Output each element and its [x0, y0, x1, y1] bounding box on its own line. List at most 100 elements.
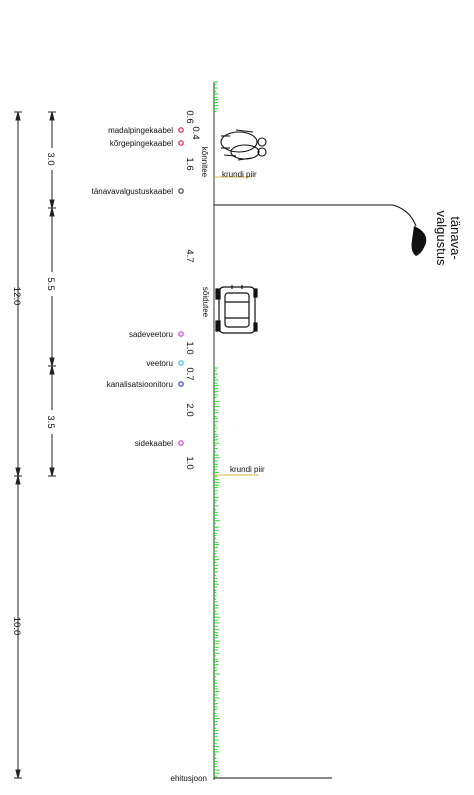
grass-tuft: [213, 628, 220, 631]
grass-tuft: [213, 90, 217, 93]
tanavavalgustus-marker: [178, 188, 184, 194]
grass-tuft: [213, 499, 218, 502]
grass-tuft: [213, 529, 219, 532]
grass-tuft: [213, 101, 219, 104]
grass-tuft: [213, 478, 220, 481]
grass-tuft: [213, 567, 218, 570]
dimension-outer-10: 10.0: [11, 617, 22, 636]
utility-markers: [178, 127, 184, 446]
label-krundi-piir-2: krundi piir: [230, 465, 265, 474]
grass-tuft: [213, 435, 218, 438]
grass-tuft: [213, 723, 218, 726]
grass-tuft: [213, 748, 218, 751]
grass-tuft: [213, 669, 218, 672]
offset-1-0b: 1.0: [184, 456, 195, 469]
outer-dimension-chain: [14, 111, 22, 779]
side-marker: [178, 440, 184, 446]
grass-tuft: [213, 405, 220, 408]
grass-tuft: [213, 564, 219, 567]
label-kanalisatsioonitoru: kanalisatsioonitoru: [107, 380, 173, 389]
dimension-inner-5-5: 5.5: [45, 277, 56, 290]
offset-1-0a: 1.0: [184, 341, 195, 354]
label-tanavavalgustuskaabel: tänavavalgustuskaabel: [92, 187, 174, 196]
grass-tuft: [213, 508, 217, 511]
label-tanava-line2: valgustus: [434, 211, 449, 266]
grass-tuft: [213, 481, 220, 484]
grass-tuft: [213, 660, 219, 663]
grass-tuft: [213, 604, 219, 607]
grass-tuft: [213, 574, 217, 576]
grass-tuft: [213, 631, 219, 634]
label-sadeveetoru: sadeveetoru: [129, 330, 173, 339]
grass-tuft: [213, 561, 217, 564]
grass-tuft: [213, 634, 219, 637]
dimension-inner-3: 3.0: [45, 152, 56, 165]
grass-tuft: [213, 424, 217, 427]
label-soidutee: sõidutee: [201, 287, 210, 318]
grass-tuft: [213, 591, 217, 594]
grass-tuft: [213, 636, 218, 639]
grass-tuft: [213, 475, 218, 478]
grass-tuft: [213, 400, 220, 403]
grass-tuft: [213, 619, 218, 622]
madalpinge-marker: [178, 127, 184, 133]
grass-tuft: [213, 517, 217, 520]
grass-bottom: [213, 367, 220, 777]
street-light-icon: [214, 204, 427, 256]
grass-tuft: [213, 537, 217, 540]
label-korgepingekaabel: kõrgepingekaabel: [110, 139, 173, 148]
label-veetoru: veetoru: [146, 359, 173, 368]
grass-tuft: [213, 543, 220, 546]
grass-tuft: [213, 753, 217, 756]
offset-0-6: 0.6: [184, 110, 195, 123]
korgepinge-marker: [178, 140, 184, 146]
grass-tuft: [213, 558, 220, 561]
grass-tuft: [213, 447, 218, 450]
grass-tuft: [213, 708, 218, 711]
grass-tuft: [213, 430, 217, 433]
grass-tuft: [213, 98, 219, 101]
grass-tuft: [213, 760, 219, 763]
grass-tuft: [213, 396, 217, 399]
grass-tuft: [213, 690, 220, 693]
grass-tuft: [213, 532, 218, 535]
grass-top: [213, 81, 219, 113]
grass-tuft: [213, 735, 218, 738]
grass-tuft: [213, 444, 217, 447]
grass-tuft: [213, 384, 219, 387]
vesi-marker: [178, 360, 184, 366]
grass-tuft: [213, 745, 220, 748]
grass-tuft: [213, 96, 218, 99]
offset-4-7: 4.7: [184, 249, 195, 262]
grass-tuft: [213, 699, 217, 702]
grass-tuft: [213, 463, 218, 466]
label-tanava-line1: tänava-: [448, 216, 463, 259]
offset-2-0: 2.0: [184, 403, 195, 416]
grass-tuft: [213, 541, 219, 544]
grass-tuft: [213, 369, 217, 372]
grass-tuft: [213, 610, 217, 613]
offset-0-7: 0.7: [184, 367, 195, 380]
grass-tuft: [213, 720, 218, 723]
offset-1-6: 1.6: [184, 157, 195, 170]
grass-tuft: [213, 468, 218, 471]
label-ehitusjoon: ehitusjoon: [171, 774, 207, 783]
label-krundi-piir-1: krundi piir: [222, 170, 257, 179]
grass-tuft: [213, 685, 218, 688]
grass-tuft: [213, 417, 218, 420]
grass-tuft: [213, 765, 218, 768]
grass-tuft: [213, 589, 217, 592]
dimension-outer-12: 12.0: [11, 287, 22, 306]
grass-tuft: [213, 110, 217, 113]
label-madalpingekaabel: madalpingekaabel: [108, 126, 173, 135]
grass-tuft: [213, 83, 217, 86]
grass-tuft: [213, 546, 219, 549]
grass-tuft: [213, 433, 218, 436]
grass-tuft: [213, 729, 220, 732]
grass-tuft: [213, 663, 219, 666]
grass-tuft: [213, 534, 217, 537]
grass-tuft: [213, 471, 220, 474]
grass-tuft: [213, 390, 219, 393]
grass-tuft: [213, 376, 217, 379]
